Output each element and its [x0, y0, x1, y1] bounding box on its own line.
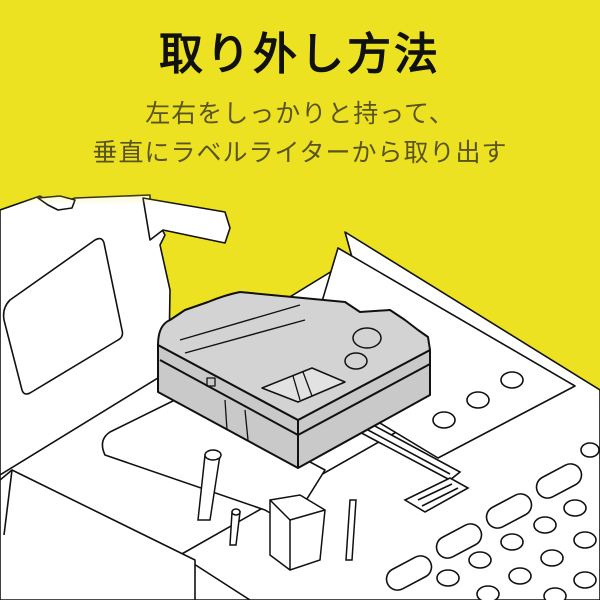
instruction-text: 左右をしっかりと持って、 垂直にラベルライターから取り出す [0, 94, 600, 172]
instruction-line-2: 垂直にラベルライターから取り出す [92, 138, 508, 167]
page-title: 取り外し方法 [159, 29, 441, 80]
tape-cassette [157, 291, 431, 469]
keyboard-keys [385, 442, 600, 600]
fade-overlay [0, 160, 260, 205]
compartment-details [197, 449, 357, 571]
control-buttons [350, 371, 524, 513]
instruction-line-1: 左右をしっかりと持って、 [145, 99, 455, 128]
